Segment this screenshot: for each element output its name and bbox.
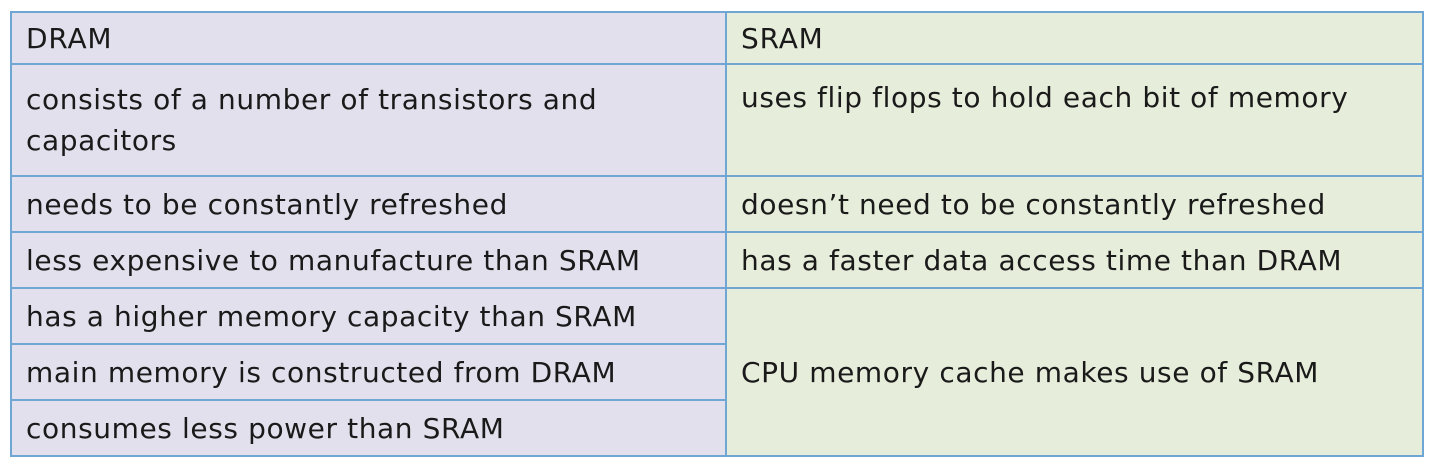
table-row: consists of a number of transistors and … xyxy=(10,63,1424,177)
dram-cell: has a higher memory capacity than SRAM xyxy=(10,287,727,345)
comparison-table-container: DRAM SRAM consists of a number of transi… xyxy=(10,11,1424,457)
table-row: consumes less power than SRAM xyxy=(10,399,1423,457)
dram-cell: consumes less power than SRAM xyxy=(10,399,727,457)
dram-cell: consists of a number of transistors and … xyxy=(10,63,727,177)
dram-cell: needs to be constantly refreshed xyxy=(10,175,727,233)
dram-column-header: DRAM xyxy=(10,11,727,65)
table-row: needs to be constantly refreshed doesn’t… xyxy=(10,175,1424,233)
sram-cell: has a faster data access time than DRAM xyxy=(725,231,1424,289)
sram-cell: uses flip flops to hold each bit of memo… xyxy=(725,63,1424,177)
sram-column-header: SRAM xyxy=(725,11,1424,65)
dram-cell: main memory is constructed from DRAM xyxy=(10,343,727,401)
table-row: has a higher memory capacity than SRAM C… xyxy=(10,287,1424,457)
table-row: less expensive to manufacture than SRAM … xyxy=(10,231,1424,289)
dram-sram-comparison-table: DRAM SRAM consists of a number of transi… xyxy=(10,11,1424,457)
sram-cell: doesn’t need to be constantly refreshed xyxy=(725,175,1424,233)
dram-cell: less expensive to manufacture than SRAM xyxy=(10,231,727,289)
table-row: main memory is constructed from DRAM xyxy=(10,343,1423,401)
sram-merged-cell: CPU memory cache makes use of SRAM xyxy=(725,287,1424,457)
table-header-row: DRAM SRAM xyxy=(10,11,1424,65)
